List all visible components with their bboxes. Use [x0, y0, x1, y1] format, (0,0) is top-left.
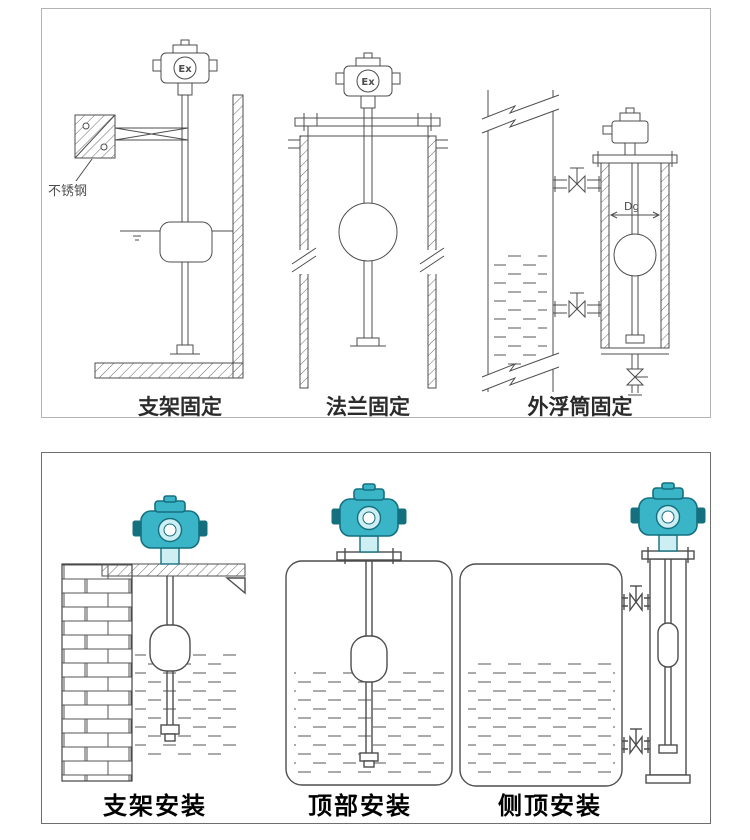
liquid [494, 249, 547, 367]
transmitter-head-icon [132, 495, 208, 565]
bottom-stop [625, 334, 645, 344]
float-ball [149, 624, 191, 672]
chamber-top-flange [592, 154, 678, 164]
float-ball [613, 233, 657, 277]
caption-bracket-fixed: 支架固定 [138, 394, 222, 419]
diagram-external-chamber-fixed: Dg [481, 90, 678, 396]
tube-bottom-cap [645, 774, 691, 784]
caption-external-chamber-fixed: 外浮筒固定 [527, 394, 633, 419]
transmitter-head-icon [630, 482, 706, 552]
brick-wall [61, 563, 133, 782]
diagram-side-top-installation [459, 482, 706, 787]
diagram-top-installation [285, 483, 453, 786]
fixing-methods-drawing: 不锈钢 Ex Ex [48, 39, 678, 396]
caption-bracket-installation: 支架安装 [103, 792, 207, 820]
diagram-bracket-installation [61, 495, 246, 782]
bottom-connection-valve [622, 728, 650, 756]
material-label: 不锈钢 [48, 184, 87, 199]
float-ball [657, 622, 679, 668]
bottom-stop [356, 337, 380, 347]
installation-methods-panel: 支架安装 顶部安装 侧顶安装 [41, 452, 711, 824]
break-marks [291, 247, 445, 274]
top-isolation-valve [553, 167, 601, 194]
diameter-dimension: Dg [609, 200, 661, 219]
liquid [135, 651, 237, 761]
top-connection-valve [622, 585, 650, 613]
bottom-stop [160, 724, 180, 735]
drain-valve [625, 354, 648, 396]
bottom-isolation-valve [553, 292, 601, 319]
caption-flange-fixed: 法兰固定 [326, 394, 410, 419]
diagram-flange-fixed: Ex [288, 52, 448, 389]
ground [94, 362, 244, 379]
platform-gusset [225, 577, 246, 595]
tube-flange [641, 550, 695, 560]
caption-side-top-installation: 侧顶安装 [498, 792, 602, 820]
transmitter-head-icon [331, 483, 407, 553]
diagram-bracket-fixed: 不锈钢 Ex [48, 39, 244, 379]
ex-marking: Ex [178, 64, 192, 75]
bottom-stop [359, 752, 379, 762]
ex-marking: Ex [361, 77, 375, 88]
chamber-wall-right [660, 162, 670, 349]
bottom-stop [658, 744, 678, 754]
installation-methods-drawing [61, 482, 706, 787]
caption-top-installation: 顶部安装 [308, 792, 412, 820]
float-ball [338, 202, 398, 262]
support-arm [114, 127, 189, 141]
float-ball [159, 221, 213, 263]
liquid [468, 657, 615, 779]
float-ball [350, 635, 388, 683]
bottom-stop [176, 344, 194, 355]
mounting-flange [294, 113, 441, 137]
bracket-platform [101, 563, 246, 577]
side-wall [232, 94, 244, 379]
transmitter-head-icon [602, 107, 649, 156]
mounting-flange [336, 551, 402, 561]
chamber-wall-left [600, 162, 610, 349]
fixing-methods-panel: 不锈钢 Ex Ex [41, 8, 711, 419]
